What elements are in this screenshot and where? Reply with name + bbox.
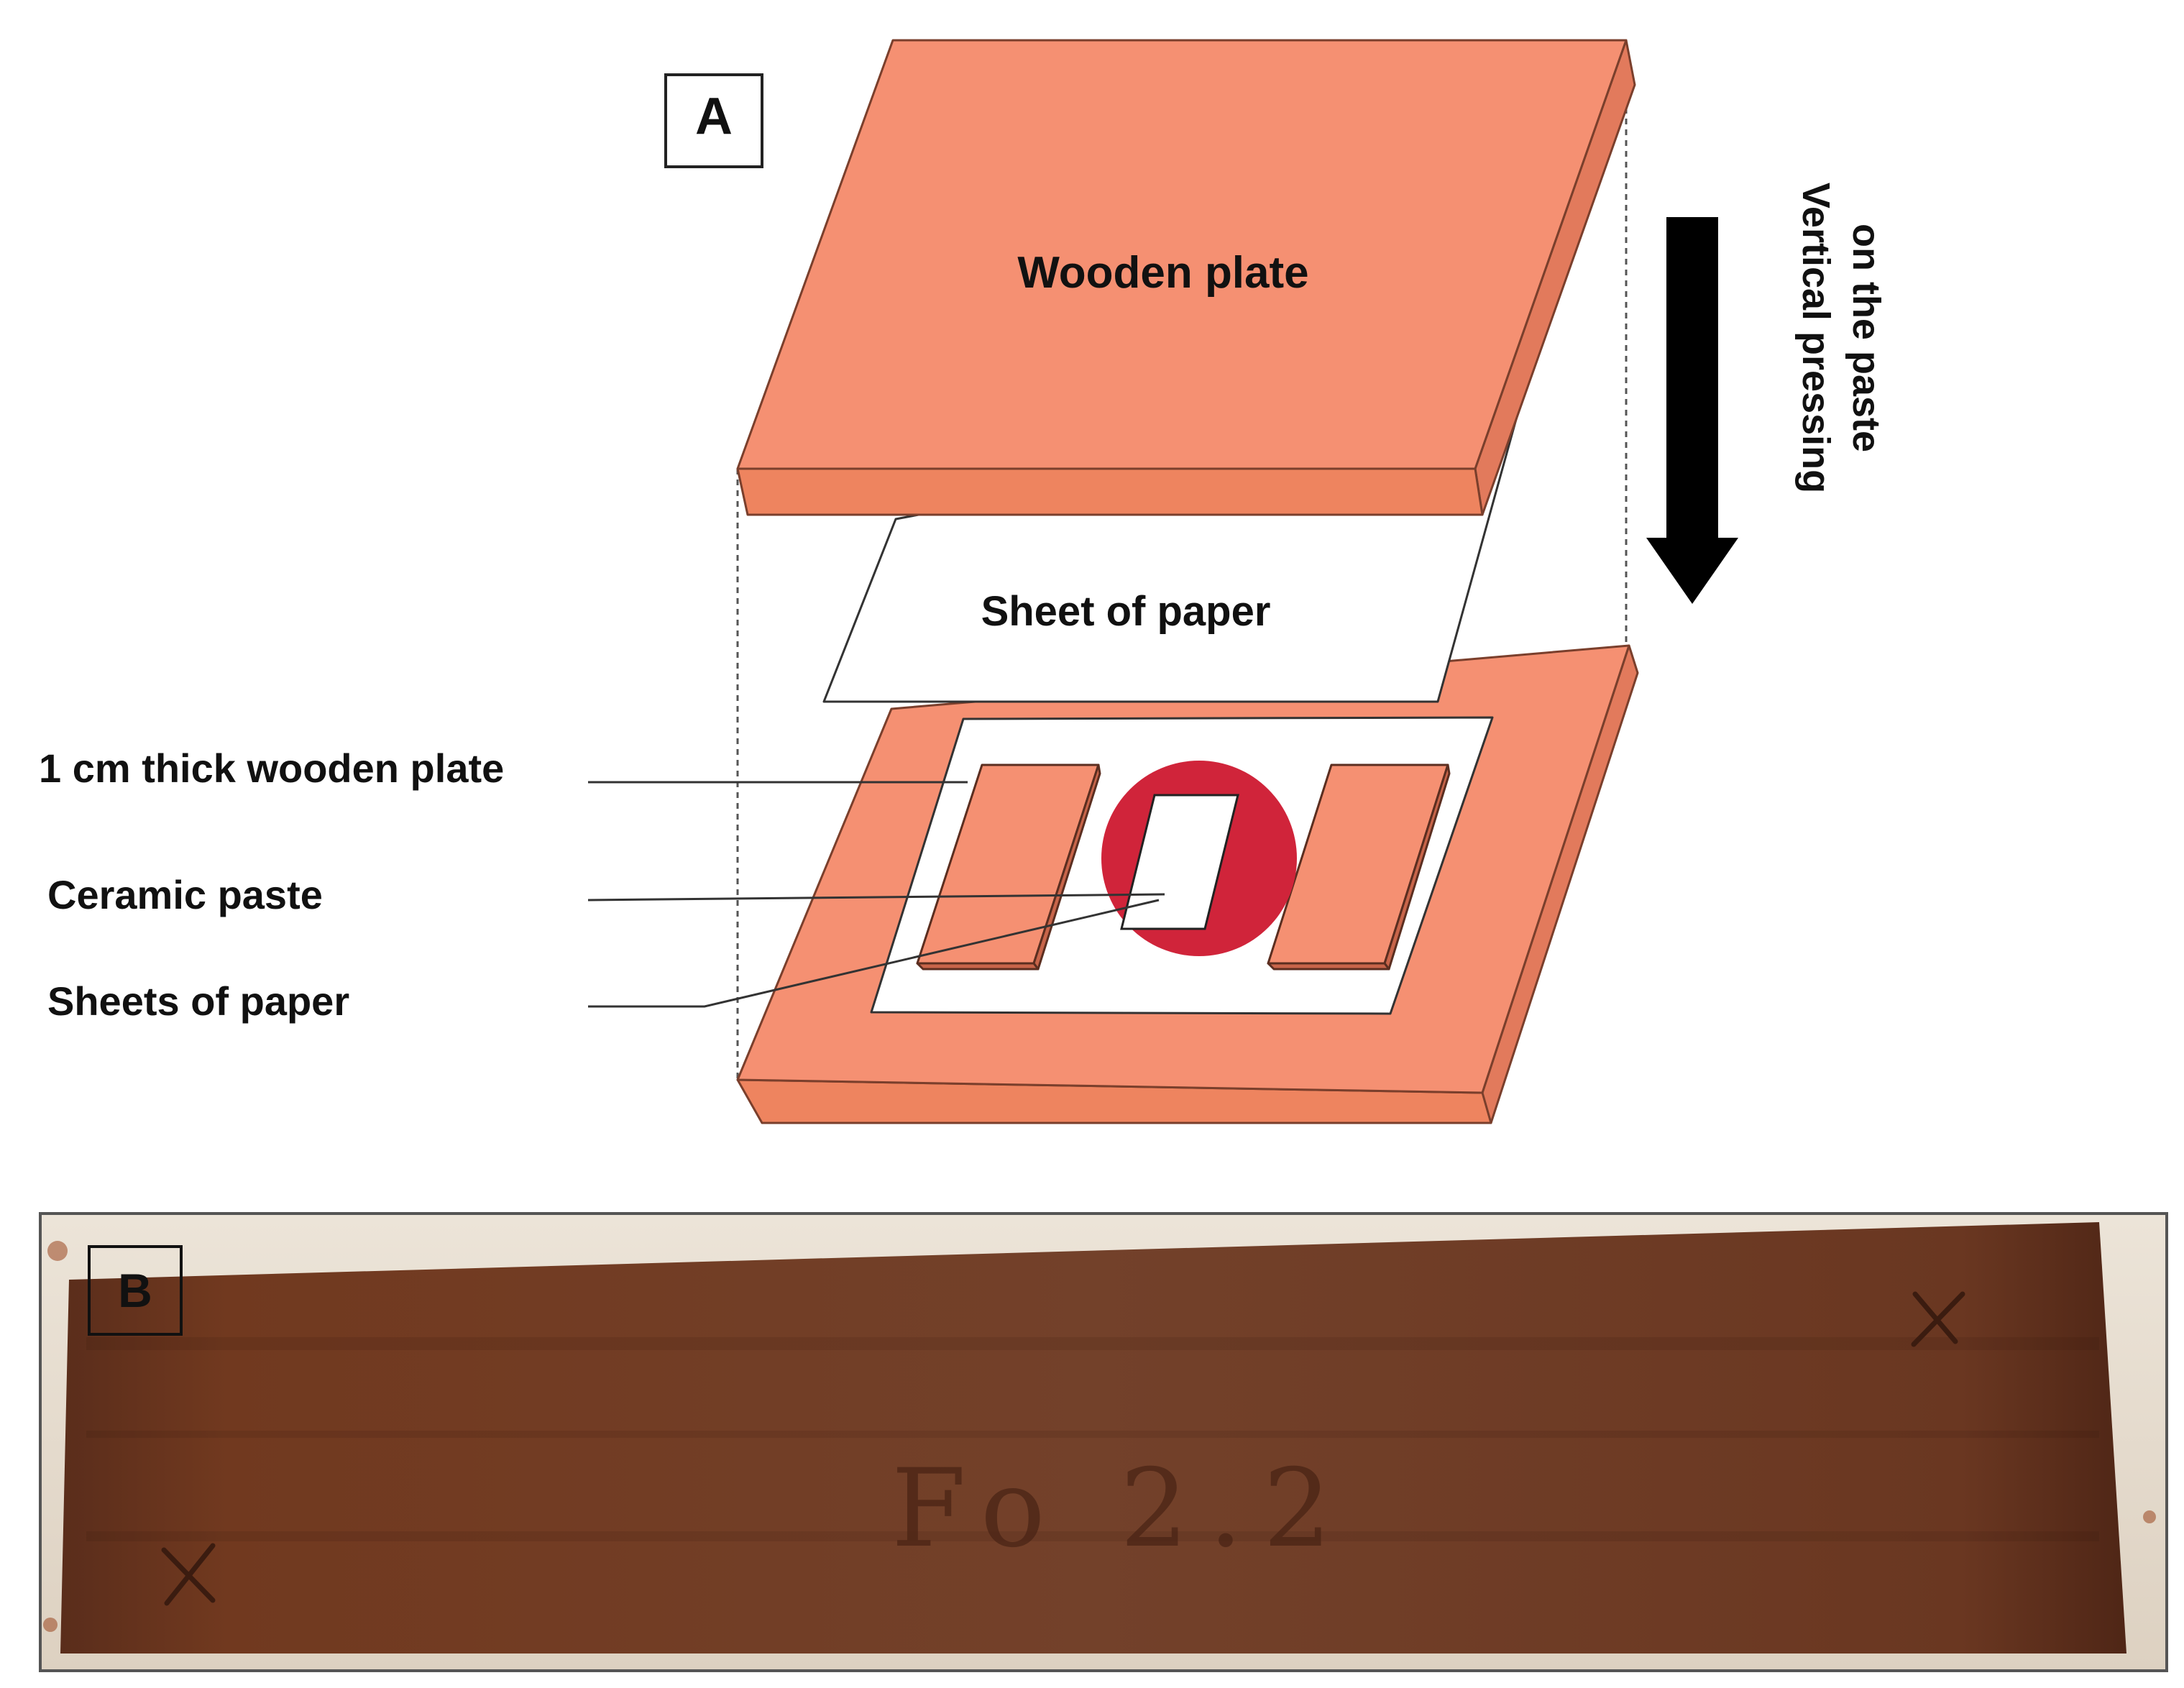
- callout-ceramic-paste: Ceramic paste: [47, 872, 323, 917]
- ceramic-paste-highlight: [1101, 761, 1297, 956]
- top-plate-label: Wooden plate: [1017, 248, 1308, 298]
- panel-a-label-text: A: [695, 88, 733, 145]
- top-plate-front: [738, 469, 1482, 515]
- pressing-label-line2: on the paste: [1845, 224, 1888, 452]
- callout-wooden-plate: 1 cm thick wooden plate: [39, 746, 504, 791]
- callout-sheets-of-paper: Sheets of paper: [47, 978, 349, 1024]
- panel-b-label-text: B: [118, 1264, 152, 1317]
- panel-a: A: [39, 40, 1888, 1123]
- pressing-arrow: [1646, 217, 1738, 604]
- panel-a-label: A: [666, 75, 762, 167]
- pressing-label: Vertical pressing on the paste: [1794, 183, 1888, 493]
- sample-marking: Fo 2.2: [891, 1446, 1352, 1572]
- paper-sheet-label: Sheet of paper: [981, 588, 1271, 635]
- top-wooden-plate: Wooden plate: [738, 40, 1635, 515]
- panel-b: B Fo 2.2: [40, 1214, 2167, 1671]
- pressing-label-line1: Vertical pressing: [1794, 183, 1837, 493]
